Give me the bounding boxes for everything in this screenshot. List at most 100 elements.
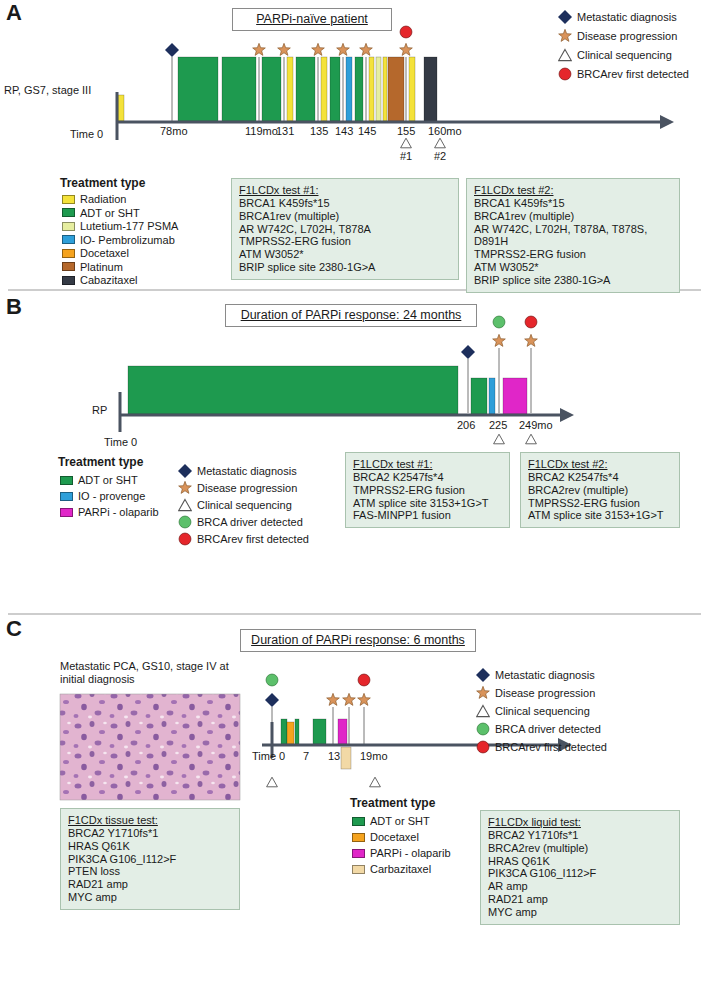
metastatic-diamond [165,43,179,57]
legend-symbol [476,668,490,682]
annotation-label: Time 0 [252,750,285,763]
legend-swatch [62,208,75,217]
legend-symbol [558,48,572,62]
legend-symbol [558,29,572,43]
legend-symbol-shape [477,686,490,698]
legend-text: ADT or SHT [78,473,138,487]
legend-text: Disease progression [197,481,297,495]
metastatic-diamond [461,345,475,359]
annotation-label: 225 [489,419,507,432]
metastatic-diamond [265,693,279,707]
treatment-bar [262,57,281,121]
sequencing-triangle [494,434,505,444]
mutation-line: BRCA2 K2547fs*4 [353,471,502,484]
sequencing-triangle [370,777,381,787]
mutation-line: BRCA1rev (multiple) [239,210,451,223]
legend-symbol-shape [558,10,572,24]
legend-text: Docetaxel [80,246,129,260]
legend-text: Carbazitaxel [370,862,431,876]
axis-arrowhead [660,115,674,129]
mutation-line: ATM W3052* [239,248,451,261]
mutation-line: AR W742C, L702H, T878A, T878S, D891H [474,223,672,249]
annotation-label: 160mo [428,125,462,138]
mutation-line: ATM W3052* [474,261,672,274]
annotation-label: 249mo [519,419,553,432]
mutation-line: TMPRSS2-ERG fusion [528,497,672,510]
legend-text: BRCArev first detected [577,67,689,81]
legend-symbol-shape [476,668,490,682]
legend-swatch [62,276,75,285]
test-result-box: F1CDx tissue test:BRCA2 Y1710fs*1HRAS Q6… [60,808,240,910]
treatment-bar [383,57,387,121]
sequencing-triangle [526,434,537,444]
timeline-axis [120,414,562,417]
legend-symbol-shape [477,705,490,716]
legend-swatch [352,865,365,874]
legend-text: BRCArev first detected [495,740,607,754]
legend-text: Platinum [80,260,123,274]
annotation-label: 119mo [245,125,278,138]
annotation-label: #2 [434,150,446,163]
event-line [499,348,500,413]
test-result-box: F1LCDx test #2:BRCA1 K459fs*15BRCA1rev (… [466,178,680,293]
progression-star [337,43,350,55]
treatment-bar [222,57,256,121]
treatment-bar [321,57,327,121]
treatment-bar [355,57,363,121]
legend-heading: Treatment type [60,176,145,190]
sequencing-triangle [435,138,446,148]
event-line [406,57,407,121]
legend-symbol-shape [477,723,489,735]
annotation-label: #1 [400,150,412,163]
mutation-line: ATM splice site 3153+1G>T [353,497,502,510]
legend-symbol [178,498,192,512]
mutation-line: FAS-MINPP1 fusion [353,509,502,522]
progression-star [360,43,373,55]
histology-image [60,694,240,800]
mutation-line: MYC amp [488,906,672,919]
mutation-line: TMPRSS2-ERG fusion [239,235,451,248]
legend-swatch [352,833,365,842]
event-line [318,57,319,121]
legend-swatch [62,195,75,204]
legend-swatch [62,235,75,244]
legend-symbol-shape [179,499,192,510]
progression-star [278,43,291,55]
panel-letter: C [6,618,22,640]
annotation-label: 13 [328,750,340,763]
mutation-line: AR amp [488,880,672,893]
test-result-box: F1LCDx test #1:BRCA2 K2547fs*4TMPRSS2-ER… [345,452,510,528]
brca-driver-circle [493,316,505,328]
treatment-bar [313,719,326,744]
legend-swatch [62,249,75,258]
treatment-bar [424,57,437,121]
mutation-line: MYC amp [68,891,232,904]
test-heading: F1LCDx test #1: [239,184,451,197]
legend-text: Clinical sequencing [495,704,590,718]
treatment-bar [295,719,299,744]
legend-symbol-shape [179,516,191,528]
treatment-bar [296,57,315,121]
legend-text: PARPi - olaparib [370,846,451,860]
legend-symbol [178,464,192,478]
title-box: Duration of PARPi response: 6 months [240,629,476,652]
legend-text: ADT or SHT [370,814,430,828]
legend-symbol-shape [559,68,571,80]
legend-text: Docetaxel [370,830,419,844]
mutation-line: BRCA1 K459fs*15 [239,197,451,210]
sequencing-triangle [267,777,278,787]
event-line [343,57,344,121]
test-heading: F1LCDx liquid test: [488,816,672,829]
annotation-label: 19mo [360,750,388,763]
test-heading: F1CDx tissue test: [68,814,232,827]
annotation-label: Time 0 [104,436,137,449]
legend-text: PARPi - olaparib [78,505,159,519]
test-heading: F1LCDx test #2: [528,458,672,471]
mutation-line: PIK3CA G106_I112>F [68,853,232,866]
event-line [259,57,260,121]
test-result-box: F1LCDx test #1:BRCA1 K459fs*15BRCA1rev (… [231,178,459,280]
treatment-bar [409,57,415,121]
brcarev-circle [400,26,412,38]
test-result-box: F1LCDx test #2:BRCA2 K2547fs*4BRCA2rev (… [520,452,680,528]
mutation-line: HRAS Q61K [68,840,232,853]
